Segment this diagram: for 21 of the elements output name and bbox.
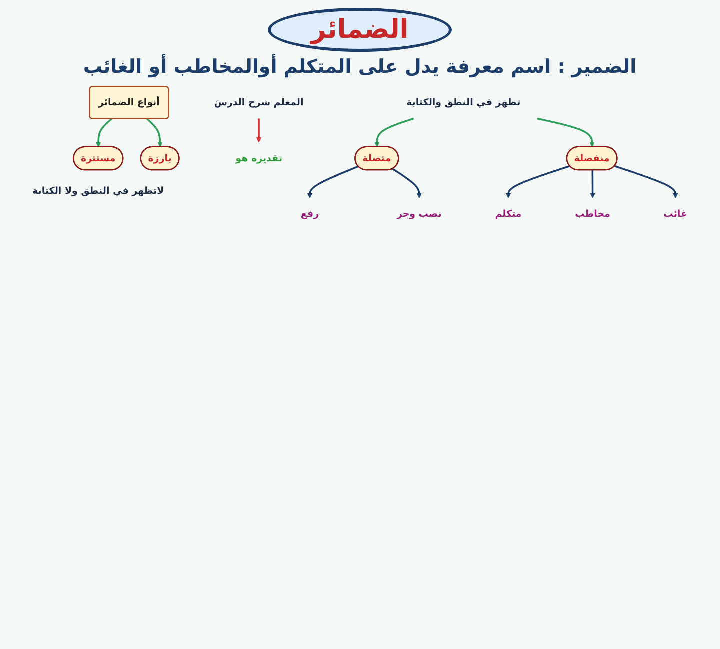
title: الضمائر [268, 8, 452, 52]
arrow [146, 118, 163, 148]
node-label: لاتظهر في النطق ولا الكتابة [32, 184, 164, 196]
node-text: غائب [664, 208, 688, 220]
arrow [307, 166, 359, 198]
node-text: مخاطب [575, 208, 610, 220]
arrow [374, 118, 414, 148]
arrow [96, 118, 112, 148]
node-text: رفع [300, 208, 320, 220]
node-text: نصب وجر [396, 208, 442, 220]
arrow [590, 170, 596, 198]
arrow [614, 165, 678, 198]
arrow [256, 118, 262, 143]
node-text: متكلم [495, 208, 522, 220]
arrow [537, 118, 595, 148]
node-text: المعلم شرح الدرسَ [214, 96, 304, 108]
arrow [392, 168, 422, 198]
definition-text: الضمير : اسم معرفة يدل على المتكلم أوالمخاطب أو الغائب [82, 56, 638, 78]
node-text: تظهر في النطق والكتابة [406, 96, 521, 108]
node-text: تقديره هو [236, 152, 282, 164]
arrow [506, 165, 570, 198]
